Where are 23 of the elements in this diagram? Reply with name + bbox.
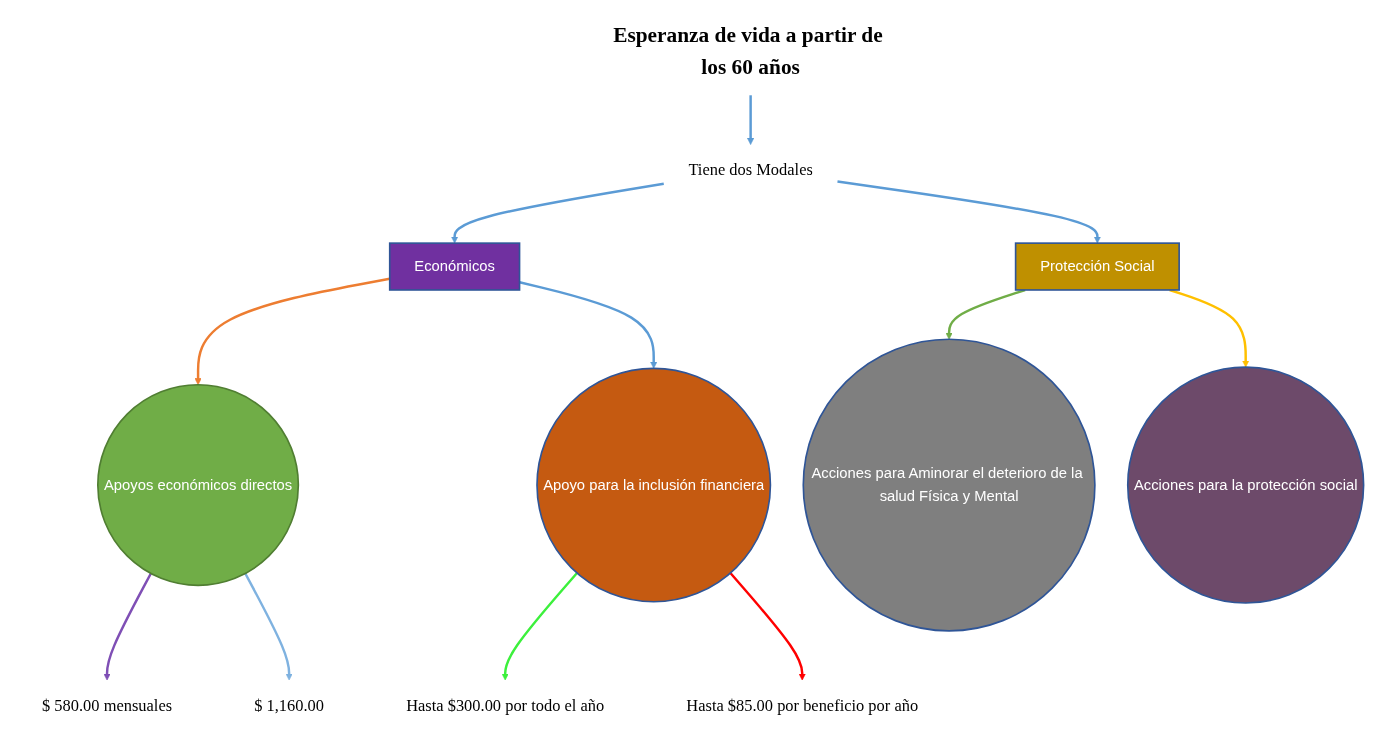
- node-box: Económicos: [388, 242, 521, 291]
- arrow: [729, 572, 806, 681]
- arrow: [451, 182, 664, 244]
- node-circle: Acciones para Aminorar el deterioro de la salud Física y Mental: [802, 338, 1096, 632]
- arrow: [945, 288, 1026, 340]
- arrow: [837, 180, 1101, 244]
- arrow: [519, 281, 658, 369]
- arrow: [1169, 288, 1250, 368]
- node-text: Hasta $300.00 por todo el año: [406, 695, 605, 714]
- node-circle: Apoyos económicos directos: [97, 383, 300, 587]
- node-circle: Acciones para la protección social: [1126, 366, 1365, 604]
- arrow: [244, 572, 293, 681]
- node-text: $ 580.00 mensuales: [42, 695, 173, 714]
- node-text: Esperanza de vida a partir de los 60 años: [613, 23, 883, 79]
- node-circle: Apoyo para la inclusión financiera: [536, 367, 772, 603]
- arrow: [747, 95, 755, 145]
- arrow: [103, 572, 152, 681]
- node-text: $ 1,160.00: [254, 695, 325, 714]
- node-text: Tiene dos Modales: [688, 160, 813, 179]
- node-text: Hasta $85.00 por beneficio por año: [686, 695, 919, 714]
- node-box: Protección Social: [1014, 242, 1180, 291]
- arrow: [194, 277, 390, 386]
- arrow: [501, 572, 578, 681]
